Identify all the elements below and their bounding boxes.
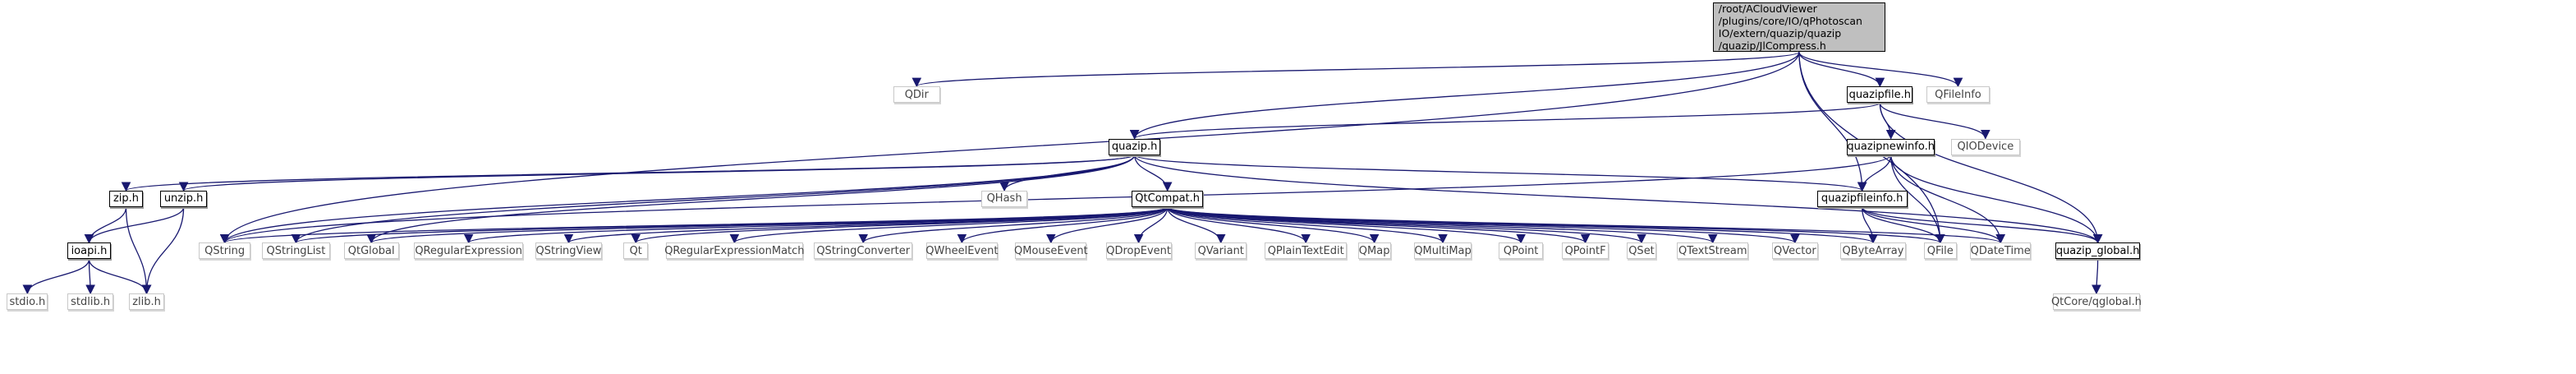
edge-quazipnewinfo-to-quazip_global (1890, 155, 2103, 244)
node-qdropevent: QDropEvent (1105, 242, 1172, 260)
edge-quazipfile-to-qiodevice (1879, 102, 1991, 140)
node-qpointf: QPointF (1562, 242, 1609, 260)
node-qtcompat[interactable]: QtCompat.h (1132, 190, 1204, 207)
root-label-line: /quazip/JlCompress.h (1718, 39, 1826, 53)
edge-root-to-quazipfile (1798, 52, 1885, 88)
edge-qtcompat-to-qwheelevent (957, 206, 1169, 244)
node-qmultimap: QMultiMap (1414, 242, 1472, 260)
edge-ioapi-to-stdlib (85, 259, 95, 295)
node-quazip-global[interactable]: quazip_global.h (2055, 242, 2141, 260)
edge-root-to-qfileinfo (1798, 52, 1963, 88)
node-qset: QSet (1626, 242, 1657, 260)
node-quazipnewinfo[interactable]: quazipnewinfo.h (1847, 138, 1935, 155)
node-qstringview: QStringView (535, 242, 602, 260)
edge-zip-to-ioapi (84, 206, 127, 244)
node-qregularexpressionmatch: QRegularExpressionMatch (664, 242, 805, 260)
node-qtcoreqglobal: QtCore/qglobal.h (2051, 293, 2142, 311)
edge-ioapi-to-zlib (88, 259, 152, 295)
edge-quazip-to-qstringlist (291, 155, 1136, 244)
edge-qtcompat-to-qregularexpression (464, 206, 1169, 244)
edge-qtcompat-to-qdatetime (1167, 206, 2005, 244)
node-qstring: QString (198, 242, 251, 260)
node-qbytearray: QByteArray (1839, 242, 1907, 260)
edge-quazipnewinfo-to-qdatetime (1890, 155, 2006, 244)
edge-root-to-quazipfileinfo (1798, 52, 1867, 192)
edge-qtcompat-to-qstringconverter (858, 206, 1169, 244)
edge-quazip-to-unzip (179, 154, 1136, 192)
root-label-line: IO/extern/quazip/quazip (1718, 27, 1842, 40)
edge-unzip-to-ioapi (84, 206, 185, 244)
node-qhash: QHash (980, 190, 1028, 207)
node-qfile: QFile (1923, 242, 1957, 260)
edge-quazipfileinfo-to-quazip_global (1862, 206, 2103, 244)
edge-quazip-to-qstring (220, 155, 1136, 244)
edge-quazip-to-qtglobal (366, 155, 1136, 244)
edge-qtcompat-to-qvector (1167, 206, 1800, 244)
node-qvector: QVector (1771, 242, 1819, 260)
edge-quazip_global-to-qtcoreqglobal (2092, 259, 2101, 295)
node-qpoint: QPoint (1499, 242, 1543, 260)
node-qwheelevent: QWheelEvent (925, 242, 998, 260)
edge-qtcompat-to-qpoint (1167, 206, 1526, 244)
edge-unzip-to-zlib (141, 206, 185, 295)
edge-quazipfileinfo-to-qfile (1862, 206, 1945, 244)
edge-quazip-to-quazip_global (1133, 155, 2103, 244)
node-qtglobal: QtGlobal (343, 242, 399, 260)
edge-root-to-qstring (219, 52, 1800, 244)
edge-quazip-to-quazipfileinfo (1133, 154, 1867, 192)
edge-quazipfileinfo-to-qbytearray (1862, 206, 1878, 244)
edge-qtcompat-to-qregularexpressionmatch (729, 206, 1169, 244)
node-qt: Qt (623, 242, 649, 260)
edge-quazipnewinfo-to-quazipfileinfo (1857, 155, 1892, 192)
node-stdio: stdio.h (7, 293, 48, 311)
edge-qtcompat-to-qstringview (563, 206, 1169, 244)
node-qplaintextedit: QPlainTextEdit (1265, 242, 1348, 260)
root-label-line: /root/ACloudViewer (1718, 2, 1817, 16)
edge-qtcompat-to-qplaintextedit (1167, 206, 1311, 244)
node-quazipfile[interactable]: quazipfile.h (1847, 86, 1913, 104)
edge-qtcompat-to-qfile (1167, 206, 1945, 244)
edge-quazipfile-to-quazip (1130, 102, 1880, 140)
edge-quazipfileinfo-to-qdatetime (1862, 206, 2005, 244)
node-qiodevice: QIODevice (1951, 138, 2020, 155)
node-qvariant: QVariant (1195, 242, 1247, 260)
node-qmouseevent: QMouseEvent (1014, 242, 1088, 260)
edge-quazipfile-to-quazip_global (1879, 103, 2103, 244)
node-ioapi[interactable]: ioapi.h (67, 242, 112, 260)
edge-qtcompat-to-qmap (1167, 206, 1380, 244)
edge-root-to-qdir (911, 51, 1800, 88)
edge-qtcompat-to-qstring (220, 206, 1169, 244)
edge-zip-to-zlib (125, 206, 152, 295)
edge-qtcompat-to-qvariant (1167, 206, 1226, 244)
edge-ioapi-to-stdio (22, 259, 90, 295)
node-zip[interactable]: zip.h (109, 190, 143, 207)
node-qdir: QDir (893, 86, 940, 104)
edge-quazip-to-zip (122, 154, 1136, 192)
node-qfileinfo: QFileInfo (1926, 86, 1990, 104)
edge-qtcompat-to-qmultimap (1167, 206, 1448, 244)
edge-quazip-to-qhash (999, 155, 1136, 192)
node-unzip[interactable]: unzip.h (160, 190, 207, 207)
edge-quazipnewinfo-to-qstring (220, 155, 1892, 244)
edge-qtcompat-to-qtextstream (1167, 206, 1718, 244)
node-qtextstream: QTextStream (1677, 242, 1749, 260)
edge-quazip-to-qtcompat (1133, 155, 1173, 192)
node-qdatetime: QDateTime (1970, 242, 2031, 260)
node-qstringconverter: QStringConverter (814, 242, 913, 260)
root-label-line: /plugins/core/IO/qPhotoscan (1718, 15, 1862, 28)
node-zlib: zlib.h (128, 293, 165, 311)
edge-quazipnewinfo-to-qfile (1890, 155, 1945, 244)
node-qregularexpression: QRegularExpression (413, 242, 524, 260)
edge-qtcompat-to-qmouseevent (1046, 206, 1169, 244)
node-qstringlist: QStringList (261, 242, 331, 260)
node-qmap: QMap (1357, 242, 1391, 260)
node-quazipfileinfo[interactable]: quazipfileinfo.h (1816, 190, 1908, 207)
node-stdlib: stdlib.h (67, 293, 114, 311)
node-root-jlcompress[interactable]: /root/ACloudViewer /plugins/core/IO/qPho… (1712, 2, 1885, 53)
node-quazip[interactable]: quazip.h (1108, 138, 1161, 155)
edge-root-to-quazip (1129, 52, 1800, 140)
edge-qtcompat-to-qdropevent (1133, 206, 1169, 244)
edge-qtcompat-to-qt (631, 206, 1169, 244)
